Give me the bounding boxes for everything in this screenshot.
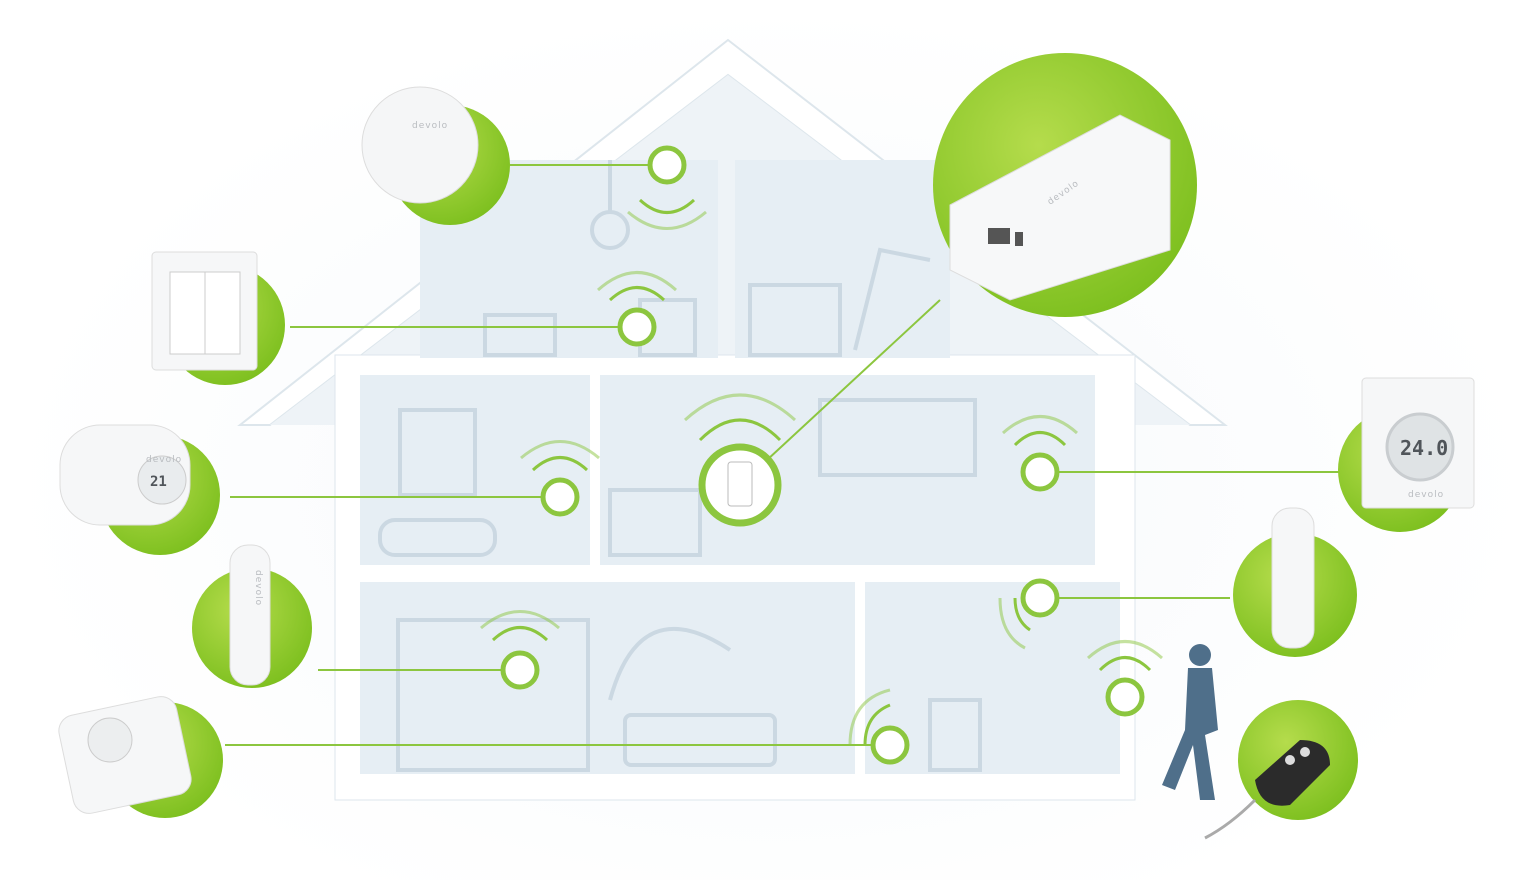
brand-label: devolo (146, 455, 182, 465)
furniture (378, 160, 982, 772)
motion-detector-device[interactable] (1233, 507, 1357, 657)
key-fob-device[interactable] (1204, 700, 1358, 840)
radiator-thermostat-device[interactable]: 21 devolo (59, 424, 220, 555)
node-thermostat[interactable] (1020, 452, 1060, 492)
switch-plug-device[interactable] (56, 694, 223, 818)
node-smoke[interactable] (647, 145, 687, 185)
lcd-display: 24.0 (1400, 436, 1448, 460)
smoke-detector-device[interactable]: devolo (361, 86, 510, 225)
central-unit-icon (949, 114, 1171, 301)
home-control-central-device[interactable]: devolo (933, 53, 1197, 317)
device-nodes (500, 145, 1145, 765)
key-fob-icon (1255, 740, 1330, 806)
lcd-display: 21 (150, 474, 167, 490)
node-keyfob[interactable] (1105, 677, 1145, 717)
room-thermostat-device[interactable]: 24.0 devolo (1338, 377, 1475, 532)
motion-sensor-icon (1271, 507, 1315, 649)
node-plug[interactable] (870, 725, 910, 765)
brand-label: devolo (253, 570, 263, 606)
person-figure (1162, 644, 1218, 800)
wifi-signals (480, 198, 1163, 746)
brand-label: devolo (412, 121, 448, 131)
smoke-detector-icon (361, 86, 479, 204)
node-motion[interactable] (1020, 578, 1060, 618)
brand-label: devolo (1408, 490, 1444, 500)
node-door[interactable] (500, 650, 540, 690)
wall-switch-device[interactable] (151, 251, 285, 385)
node-switch[interactable] (617, 307, 657, 347)
node-radiator[interactable] (540, 477, 580, 517)
door-sensor-icon (229, 544, 271, 686)
door-window-contact-device[interactable]: devolo (192, 544, 312, 688)
connection-lines (225, 164, 1340, 746)
